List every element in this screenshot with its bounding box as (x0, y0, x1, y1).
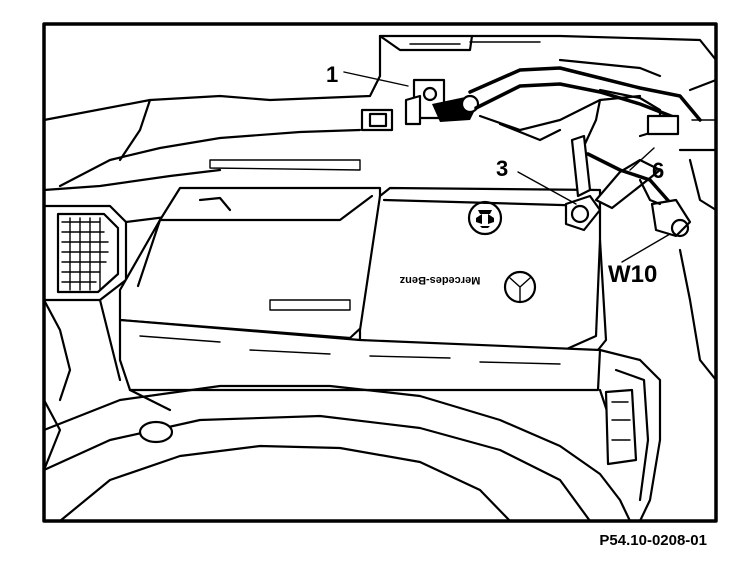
reference-code: P54.10-0208-01 (599, 532, 707, 549)
callout-3: 3 (496, 156, 508, 181)
wheel-well (42, 248, 718, 523)
frame (42, 22, 718, 523)
cable-bundle (468, 58, 702, 148)
callout-1: 1 (326, 62, 338, 87)
cap-icon (467, 200, 503, 236)
callout-6: 6 (652, 158, 664, 183)
bulkhead-panel (42, 34, 718, 212)
battery-brand-text: Mercedes-Benz (399, 274, 480, 286)
ground-cable (564, 134, 692, 238)
callout-w10: W10 (608, 261, 657, 288)
battery: Mercedes-Benz (118, 186, 612, 422)
leader-lines (343, 71, 671, 263)
terminal-clamp (404, 78, 480, 126)
mercedes-star-icon (503, 270, 537, 304)
